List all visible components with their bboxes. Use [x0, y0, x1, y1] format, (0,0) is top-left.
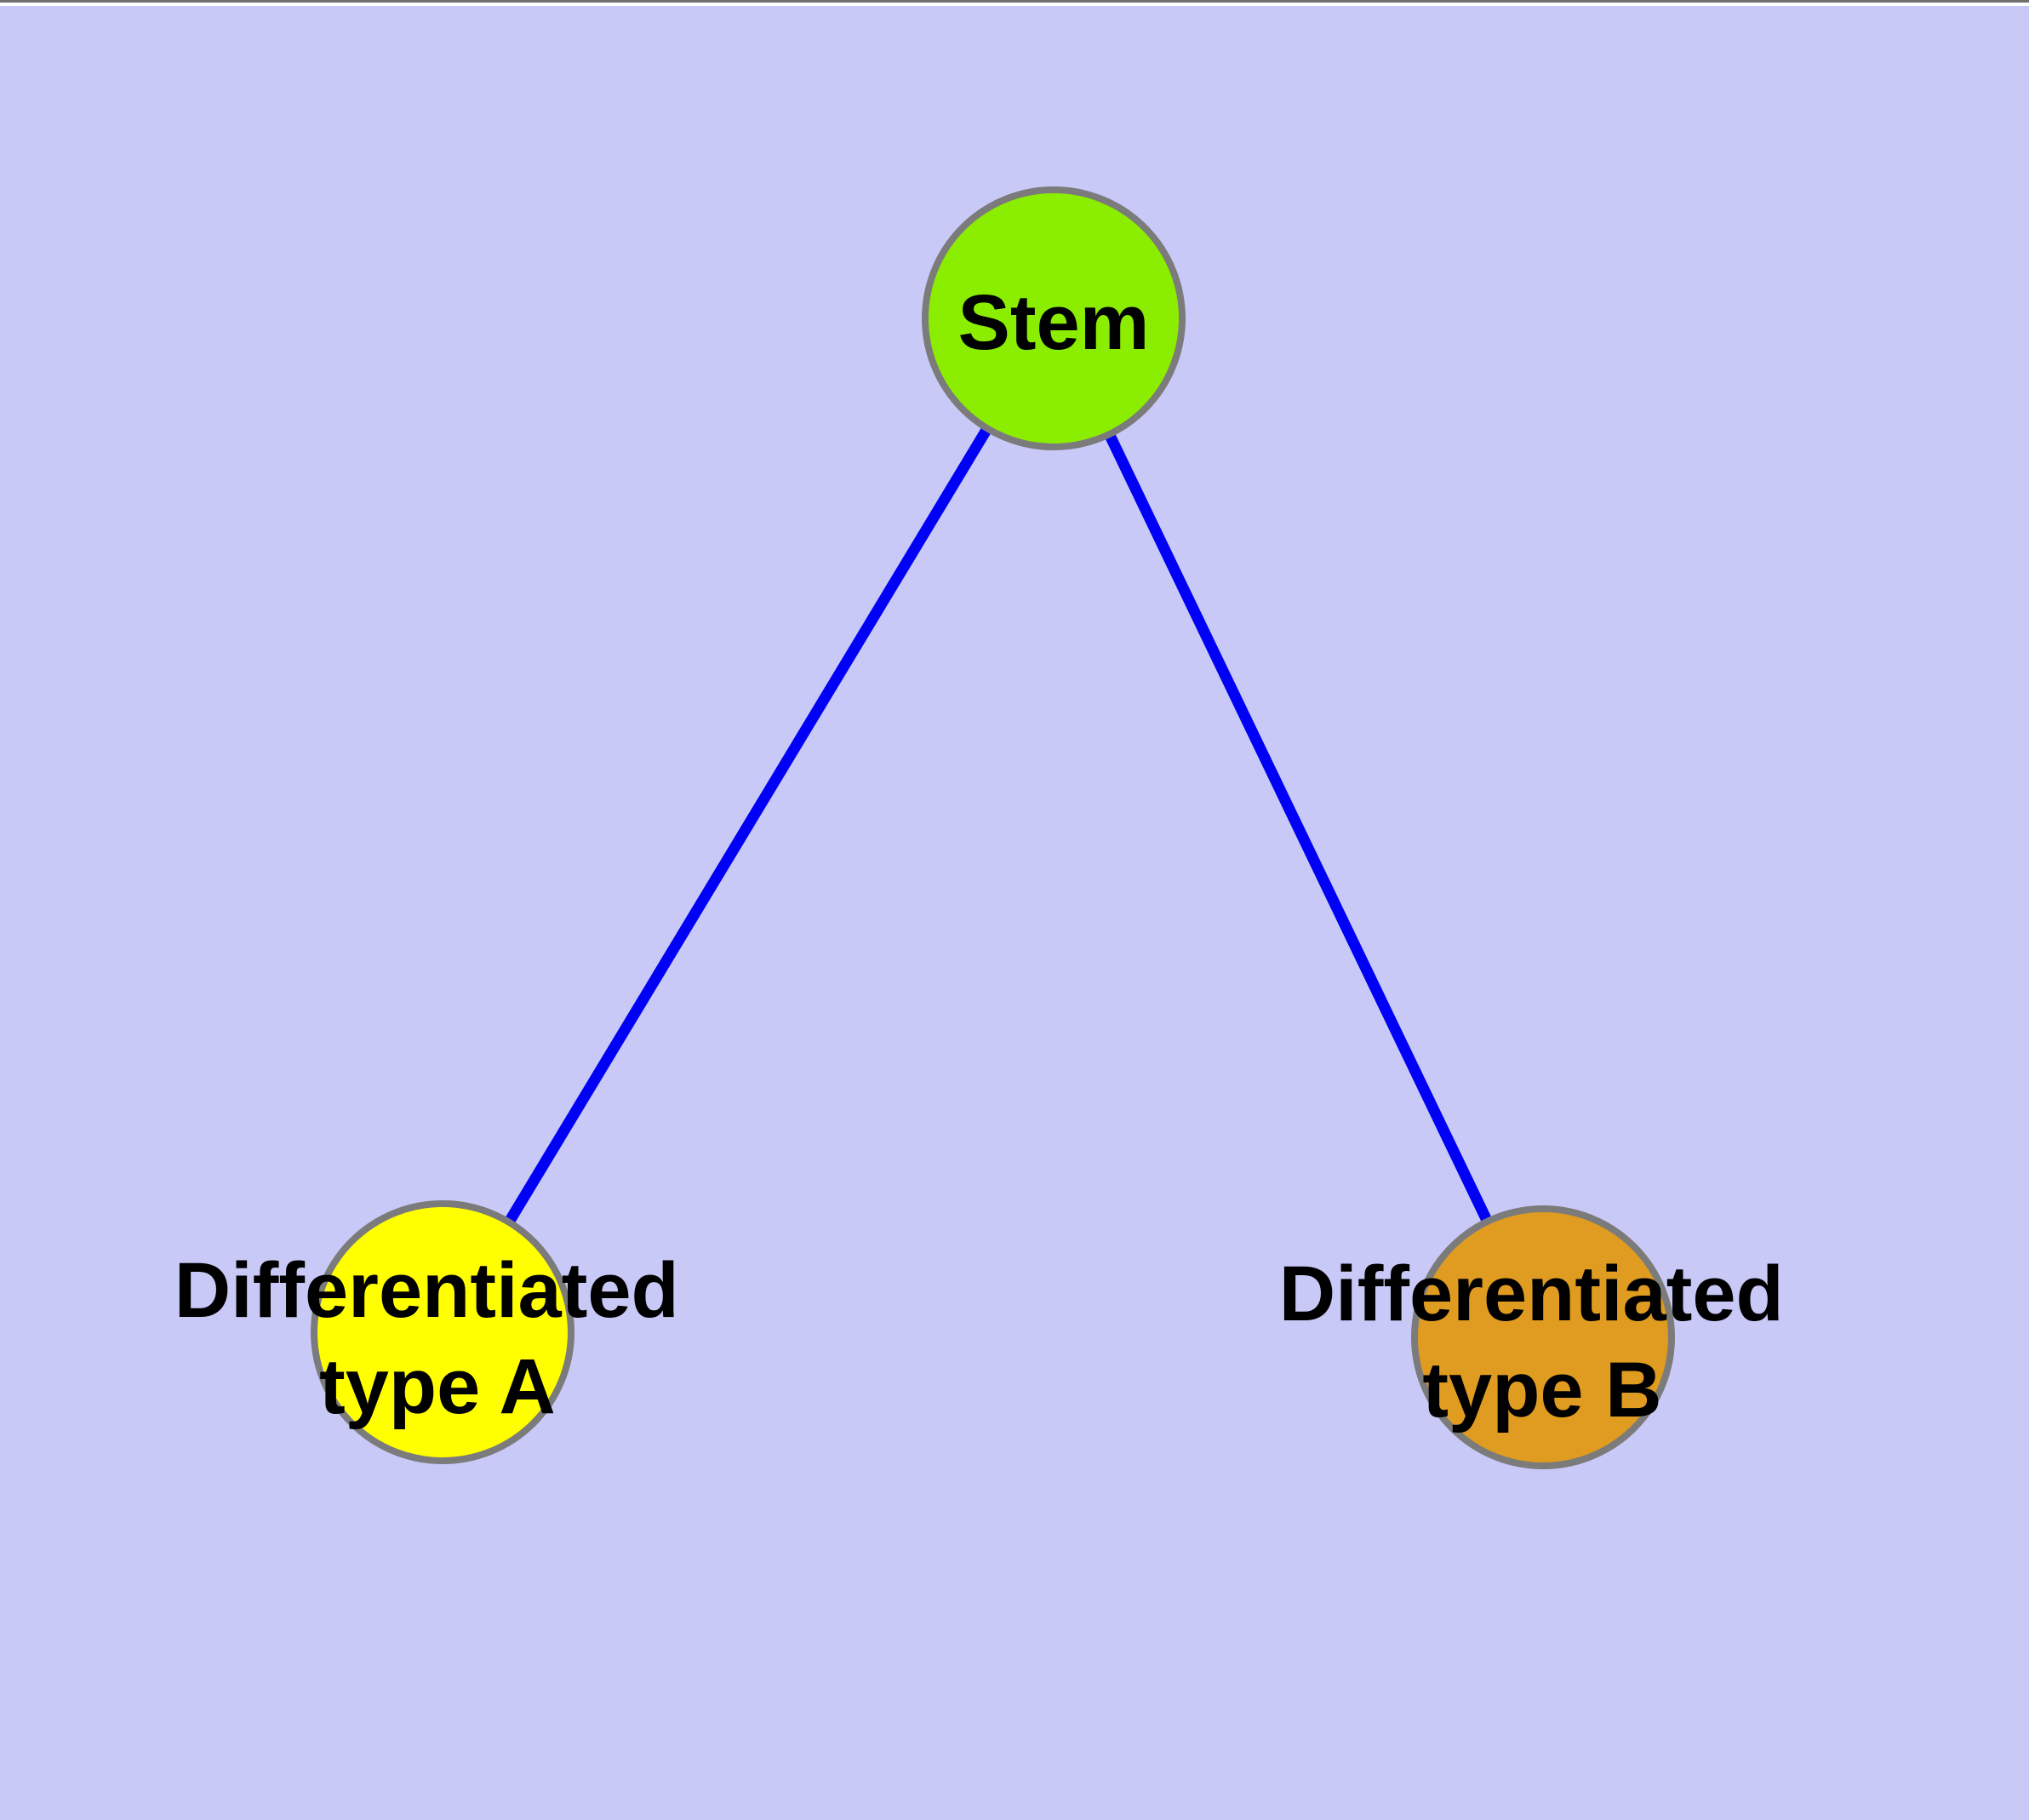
edge-stem-to-type-a — [437, 315, 1059, 1336]
edge-stem-to-type-b — [1049, 316, 1548, 1340]
frame-top-line — [0, 0, 2029, 3]
node-type-b-label: Differentiated type B — [1279, 1251, 1806, 1434]
node-type-b-label-line1: Differentiated — [1279, 1251, 1784, 1337]
node-stem-label: Stem — [958, 279, 1150, 366]
node-type-a-circle — [311, 1200, 574, 1464]
node-stem-circle — [922, 186, 1186, 450]
node-type-b-label-line2: type B — [1422, 1347, 1661, 1434]
frame-top-highlight — [0, 3, 2029, 6]
node-type-b-circle — [1411, 1205, 1675, 1469]
node-type-a-label: Differentiated type A — [174, 1247, 701, 1430]
node-type-a-label-line2: type A — [319, 1343, 556, 1430]
node-type-a-label-line1: Differentiated — [174, 1247, 679, 1334]
